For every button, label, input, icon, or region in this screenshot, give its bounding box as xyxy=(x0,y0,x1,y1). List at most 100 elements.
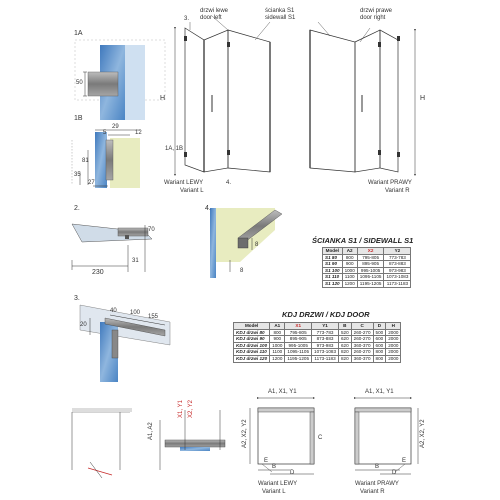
table-cell: 1073-1083 xyxy=(311,348,339,356)
table-cell: 895-905 xyxy=(356,260,385,268)
dim-8-vertical: 8 xyxy=(255,242,259,248)
header-y2: Y2 xyxy=(383,247,412,255)
plan-left-side-dim: A2, X2, Y2 xyxy=(242,419,248,448)
plan-left-dim-b: B xyxy=(272,464,277,470)
table-cell: 1000 xyxy=(269,341,286,350)
dim-70: 70 xyxy=(148,227,155,233)
plan-right-top-dim: A1, X1, Y1 xyxy=(365,389,394,395)
table-cell: 2000 xyxy=(385,354,402,363)
variant-left-en: Variant L xyxy=(180,188,204,194)
detail-4-label: 4. xyxy=(205,205,211,212)
header-y1: Y1 xyxy=(311,322,339,330)
table-cell: 820 xyxy=(338,354,352,363)
header-h: H xyxy=(385,322,402,330)
dim-35: 35 xyxy=(74,172,81,178)
table-cell: S1 120 xyxy=(322,279,343,288)
callout-4: 4. xyxy=(226,180,232,186)
plan-left-dim-e: E xyxy=(264,458,269,464)
header-a2: A2 xyxy=(341,247,358,255)
detail-3-label: 3. xyxy=(74,295,80,302)
callout-1a-1b: 1A, 1B xyxy=(165,146,184,152)
dim-155: 155 xyxy=(148,314,159,320)
table-cell: 2000 xyxy=(385,348,402,356)
table-cell: 1173-1183 xyxy=(311,354,339,363)
table-cell: S1 100 xyxy=(322,266,343,275)
plan-left-top-dim: A1, X1, Y1 xyxy=(268,389,297,395)
table-cell: 973-983 xyxy=(383,266,412,275)
variant-left-pl: Wariant LEWY xyxy=(164,180,204,186)
header-x1: X1 xyxy=(284,322,313,330)
header-model: Model xyxy=(232,322,271,330)
table-cell: 1195-1205 xyxy=(356,279,385,288)
callout-door-left-pl: drzwi lewe xyxy=(200,8,229,14)
table-row: S1 90 900 895-905 873-883 xyxy=(322,260,412,268)
dim-5: 5 xyxy=(103,130,107,136)
header-x2: X2 xyxy=(356,247,385,255)
table-cell: 1095-1105 xyxy=(284,348,313,356)
table-cell: 360-370 xyxy=(350,354,374,363)
door-table-title: KDJ DRZWI / KDJ DOOR xyxy=(282,310,370,319)
table-cell: 360-370 xyxy=(350,341,374,350)
table-row: S1 80 800 795-805 773-783 xyxy=(322,253,412,262)
table-cell: 1200 xyxy=(269,354,286,363)
variant-right-en: Variant R xyxy=(385,188,410,194)
bottom-variant-right-pl: Wariant PRAWY xyxy=(355,481,399,487)
header-c: C xyxy=(350,322,374,330)
table-cell: KDJ drzwi 120 xyxy=(232,354,271,363)
table-cell: 2000 xyxy=(385,328,402,337)
table-cell: 995-1005 xyxy=(356,266,385,275)
detail-4-drawing xyxy=(210,208,283,278)
table-cell: 1000 xyxy=(341,266,358,275)
bottom-variant-left-en: Variant L xyxy=(262,489,286,495)
callout-sidewall-en: sidewall S1 xyxy=(265,15,296,21)
callout-door-left-en: door left xyxy=(200,15,222,21)
dim-50: 50 xyxy=(76,80,83,86)
table-cell: 873-883 xyxy=(311,335,339,343)
table-cell: 773-783 xyxy=(311,328,339,337)
plan-right-dim-e: E xyxy=(402,458,407,464)
callout-3: 3. xyxy=(184,16,190,22)
table-cell: KDJ drzwi 90 xyxy=(232,335,271,343)
dim-a1-a2: A1, A2 xyxy=(148,422,154,440)
table-cell: 800 xyxy=(341,253,358,262)
table-cell: 260-270 xyxy=(350,348,374,356)
height-label-right: H xyxy=(420,95,426,102)
dim-81: 81 xyxy=(82,158,89,164)
table-cell: 260-270 xyxy=(350,335,374,343)
table-row: KDJ drzwi 110 1100 1095-1105 1073-1083 8… xyxy=(232,348,402,356)
table-cell: KDJ drzwi 80 xyxy=(232,328,271,337)
dim-230: 230 xyxy=(92,269,104,276)
table-cell: 900 xyxy=(269,335,286,343)
table-cell: 620 xyxy=(338,335,352,343)
table-cell: 260-270 xyxy=(350,328,374,337)
detail-1a-drawing xyxy=(74,39,166,120)
table-cell: 820 xyxy=(338,348,352,356)
table-row: KDJ drzwi 90 900 895-905 873-883 620 260… xyxy=(232,335,402,343)
table-row: KDJ drzwi 120 1200 1195-1205 1173-1183 8… xyxy=(232,354,402,363)
sidewall-table: Model A2 X2 Y2 S1 80 800 795-805 773-783… xyxy=(322,247,412,288)
table-cell: 600 xyxy=(372,341,387,350)
table-row: S1 110 1100 1095-1105 1073-1083 xyxy=(322,273,412,281)
variant-right-pl: Wariant PRAWY xyxy=(368,180,412,186)
callout-door-right-pl: drzwi prawe xyxy=(360,8,393,14)
table-cell: S1 90 xyxy=(322,260,343,268)
header-b: B xyxy=(338,322,352,330)
table-row: S1 100 1000 995-1005 973-983 xyxy=(322,266,412,275)
header-a1: A1 xyxy=(269,322,286,330)
bottom-variant-left-pl: Wariant LEWY xyxy=(258,481,298,487)
table-cell: 873-883 xyxy=(383,260,412,268)
plan-right-dim-d: D xyxy=(392,470,397,476)
dim-20: 20 xyxy=(80,322,87,328)
table-cell: 520 xyxy=(338,328,352,337)
dim-8-horizontal: 8 xyxy=(240,268,244,274)
table-cell: 800 xyxy=(372,348,387,356)
table-cell: 500 xyxy=(372,328,387,337)
plan-variant-right xyxy=(354,397,419,475)
callout-sidewall-pl: ścianka S1 xyxy=(265,8,295,14)
dim-x1-y1: X1, Y1 xyxy=(178,400,184,418)
dim-27: 27 xyxy=(88,180,95,186)
table-header-row: Model A1 X1 Y1 B C D H xyxy=(232,322,402,330)
table-row: KDJ drzwi 80 800 795-805 773-783 520 260… xyxy=(232,328,402,337)
elevation-left-variant xyxy=(174,15,271,176)
